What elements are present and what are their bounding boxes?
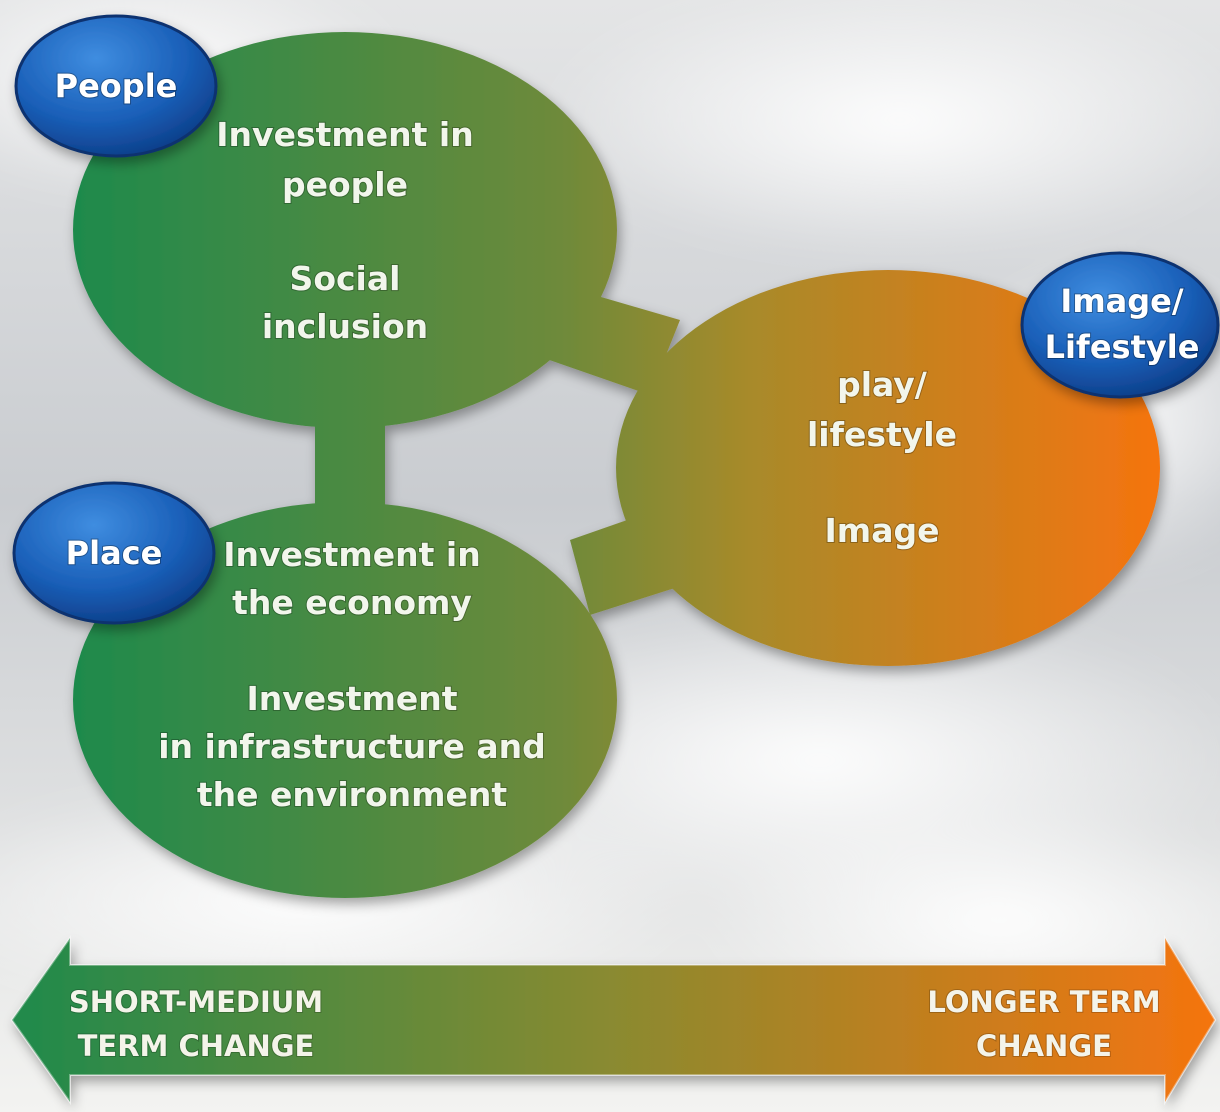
- image-line-3: Image: [825, 511, 940, 550]
- circle-group: [73, 32, 1160, 898]
- people-circle: [73, 32, 617, 428]
- people-badge: [14, 14, 218, 158]
- image-badge: [1020, 251, 1220, 399]
- place-line-2: the economy: [232, 583, 472, 622]
- image-badge-label-2: Lifestyle: [1045, 328, 1200, 366]
- image-circle: [616, 270, 1160, 666]
- arrow-left-line-2: TERM CHANGE: [78, 1029, 315, 1063]
- people-line-3: Social: [290, 259, 401, 298]
- place-line-1: Investment in: [223, 535, 480, 574]
- image-badge-label-1: Image/: [1060, 282, 1183, 320]
- place-badge-label: Place: [66, 534, 163, 572]
- place-line-5: the environment: [197, 775, 508, 814]
- place-badge: [12, 481, 216, 625]
- image-line-2: lifestyle: [807, 415, 957, 454]
- arrow-right-line-1: LONGER TERM: [927, 985, 1160, 1019]
- people-line-1: Investment in: [216, 115, 473, 154]
- place-line-3: Investment: [246, 679, 457, 718]
- image-line-1: play/: [837, 365, 928, 404]
- place-line-4: in infrastructure and: [158, 727, 546, 766]
- arrow-left-line-1: SHORT-MEDIUM: [69, 985, 323, 1019]
- people-line-4: inclusion: [262, 307, 428, 346]
- arrow-right-line-2: CHANGE: [976, 1029, 1112, 1063]
- place-circle: [73, 502, 617, 898]
- people-line-2: people: [282, 165, 408, 204]
- people-badge-label: People: [55, 67, 178, 105]
- timeline-arrow: [10, 934, 1217, 1106]
